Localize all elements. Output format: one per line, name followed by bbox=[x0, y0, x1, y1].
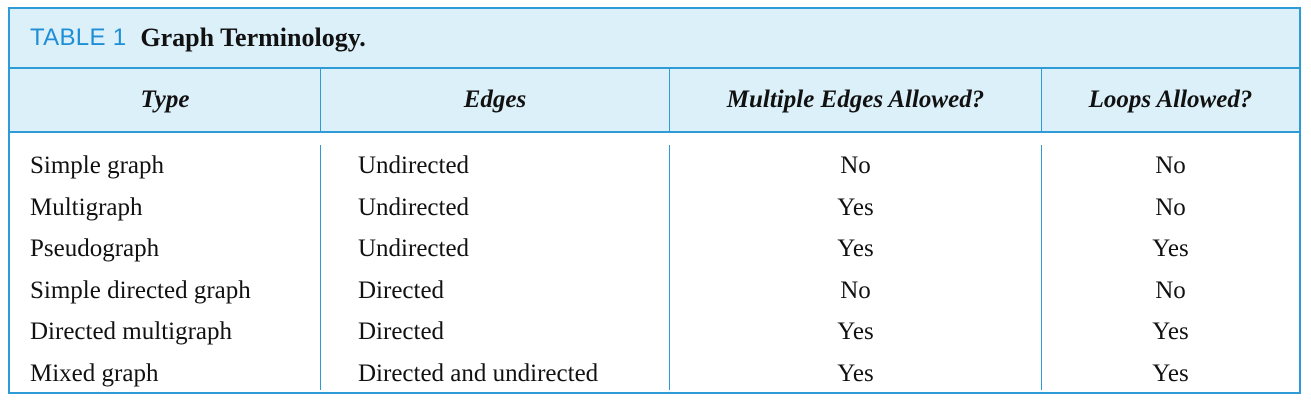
table-cell: No bbox=[1155, 276, 1186, 304]
table-cell: Yes bbox=[1152, 359, 1189, 387]
table-cell: No bbox=[840, 152, 871, 179]
table-cell: No bbox=[1155, 152, 1186, 179]
table-cell: Pseudograph bbox=[30, 235, 160, 262]
table-cell: No bbox=[840, 276, 871, 304]
table-body: Simple graph Multigraph Pseudograph Simp… bbox=[10, 133, 1299, 390]
table-title: Graph Terminology. bbox=[140, 23, 366, 52]
table-cell: No bbox=[1155, 193, 1186, 221]
table-cell: Multigraph bbox=[30, 193, 143, 221]
table-cell: Directed bbox=[358, 318, 445, 345]
table-cell: Mixed graph bbox=[30, 359, 159, 387]
table-cell: Yes bbox=[837, 193, 874, 221]
table-cell: Yes bbox=[837, 318, 874, 345]
table-cell: Undirected bbox=[358, 152, 470, 179]
graph-terminology-table: TABLE 1 Graph Terminology. Type Edges Mu… bbox=[8, 7, 1301, 394]
header-type: Type bbox=[10, 69, 321, 131]
table-cell: Yes bbox=[1152, 235, 1189, 262]
table-cell: Directed bbox=[358, 276, 445, 304]
column-multiple-edges: No Yes Yes No Yes Yes bbox=[670, 145, 1042, 390]
table-caption: TABLE 1 Graph Terminology. bbox=[10, 9, 1299, 69]
table-number: TABLE 1 bbox=[30, 24, 127, 51]
table-cell: Directed and undirected bbox=[358, 359, 599, 387]
header-loops: Loops Allowed? bbox=[1088, 86, 1253, 113]
column-type: Simple graph Multigraph Pseudograph Simp… bbox=[10, 145, 321, 390]
table-cell: Simple graph bbox=[30, 152, 165, 179]
column-edges: Undirected Undirected Undirected Directe… bbox=[321, 145, 670, 390]
table-cell: Yes bbox=[1152, 318, 1189, 345]
header-edges: Edges bbox=[321, 69, 670, 131]
table-cell: Yes bbox=[837, 235, 874, 262]
header-multiple-edges: Multiple Edges Allowed? bbox=[670, 69, 1042, 131]
column-loops: No No Yes No Yes Yes bbox=[1042, 145, 1299, 390]
table-cell: Undirected bbox=[358, 193, 470, 221]
table-cell: Undirected bbox=[358, 235, 470, 262]
table-header-row: Type Edges Multiple Edges Allowed? Loops… bbox=[10, 69, 1299, 133]
table-cell: Directed multigraph bbox=[30, 318, 233, 345]
table-cell: Yes bbox=[837, 359, 874, 387]
table-cell: Simple directed graph bbox=[30, 276, 251, 304]
